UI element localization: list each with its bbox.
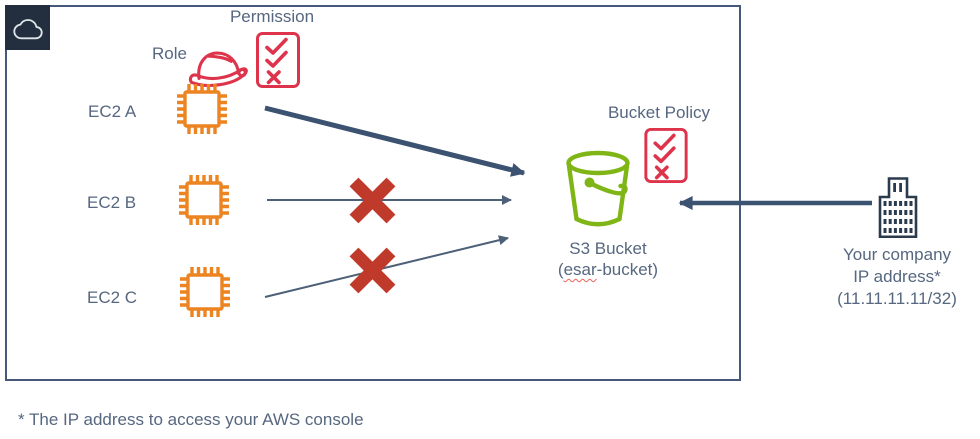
permission-label: Permission: [229, 7, 315, 26]
bucket-policy-checklist-icon: [643, 127, 689, 184]
s3-bucket-icon: [561, 148, 635, 234]
role-label: Role: [152, 44, 187, 63]
aws-cloud-badge: [5, 5, 50, 50]
company-label: Your company IP address* (11.11.11.11/32…: [817, 244, 977, 310]
ec2-b-chip-icon: [174, 170, 234, 230]
footnote-text: * The IP address to access your AWS cons…: [18, 410, 364, 429]
ec2-a-chip-icon: [172, 79, 232, 139]
ec2-a-label: EC2 A: [88, 102, 137, 121]
ec2-c-chip-icon: [175, 262, 235, 322]
aws-cloud-boundary: [5, 5, 741, 381]
office-building-icon: [877, 176, 919, 238]
cloud-icon: [12, 12, 44, 44]
company-line1: Your company: [842, 245, 952, 264]
permission-checklist-icon: [255, 31, 301, 89]
s3-bucket-title: S3 Bucket: [569, 239, 647, 258]
s3-bucket-label: S3 Bucket (esar-bucket): [523, 238, 693, 280]
company-line3: (11.11.11.11/32): [837, 289, 957, 308]
company-line2: IP address*: [853, 267, 941, 286]
bucket-policy-label: Bucket Policy: [607, 103, 711, 122]
s3-bucket-name-word: esar: [563, 260, 597, 279]
hard-hat-icon: [186, 47, 250, 91]
s3-bucket-name: (esar-bucket): [557, 260, 659, 279]
ec2-c-label: EC2 C: [87, 288, 138, 307]
ec2-b-label: EC2 B: [87, 193, 137, 212]
